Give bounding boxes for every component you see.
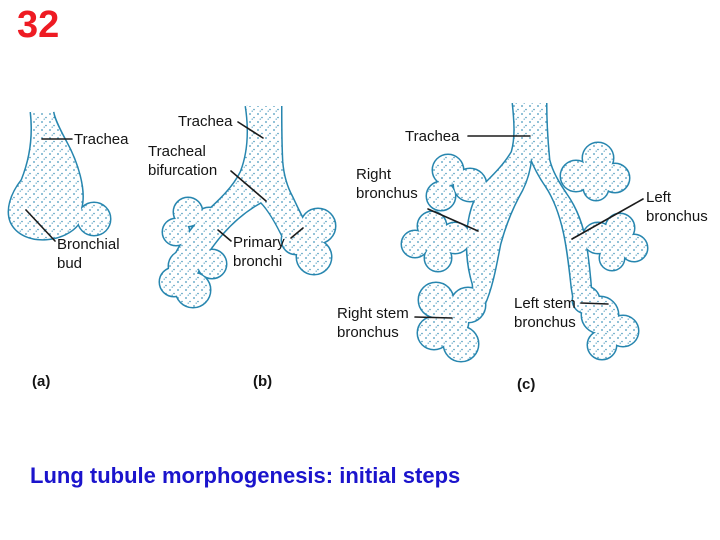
leader-b-primary-right [290,227,304,239]
figure-c-caption: (c) [517,376,536,393]
figure-c-label-left-bronchus: Left bronchus [646,189,708,225]
leader-c-right-bronchus [427,208,479,232]
figure-c-label-left-stem-bronchus: Left stem bronchus [514,295,576,331]
slide-title: Lung tubule morphogenesis: initial steps [30,463,461,488]
figure-b-caption: (b) [253,373,273,390]
leader-b-bifurcation [230,170,267,202]
figure-b-label-trachea: Trachea [178,113,233,130]
leader-c-right-stem [414,316,453,319]
slide-number: 32 [17,4,60,46]
leader-b-trachea [237,121,264,139]
figure-a-label-bronchial-bud: Bronchial bud [57,236,120,272]
figure-a-label-trachea: Trachea [74,131,129,148]
figure-a-caption: (a) [32,373,51,390]
figure-c-label-trachea: Trachea [405,128,460,145]
figure-c-label-right-bronchus: Right bronchus [356,166,418,202]
figure-b-label-primary-bronchi: Primary bronchi [233,234,285,270]
figure-b-label-tracheal-bifurcation: Tracheal bifurcation [148,143,218,179]
figure-c-label-right-stem-bronchus: Right stem bronchus [337,305,409,341]
leader-a-bronchial-bud [25,209,56,242]
leader-lines [25,121,644,319]
leader-b-primary-left [217,229,232,242]
leader-c-left-stem [580,302,609,305]
leader-c-left-bronchus [571,198,644,240]
